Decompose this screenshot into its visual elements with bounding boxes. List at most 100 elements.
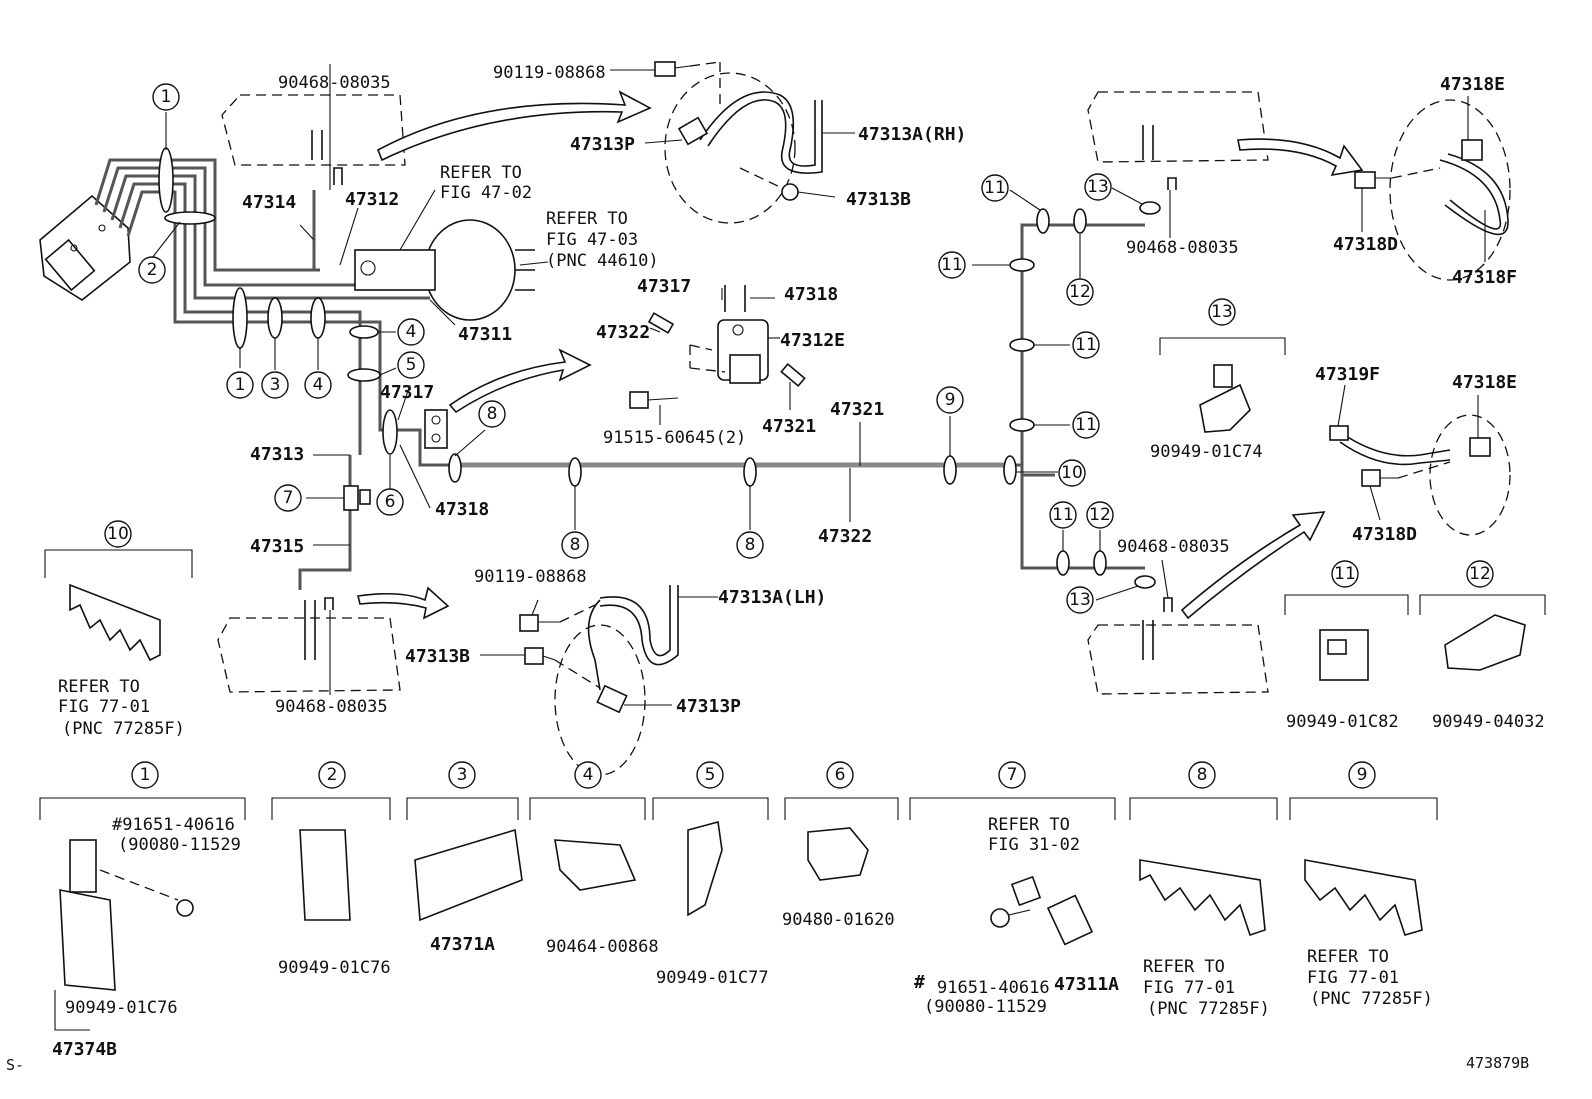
master-cylinder [39,194,131,301]
callout-circle [138,256,166,284]
label-47311: 47311 [458,324,512,345]
label-ref77-10-b: FIG 77-01 [58,697,150,717]
label-90468-bottom: 90468-08035 [275,697,388,717]
label-key8-a: REFER TO [1143,957,1225,977]
label-47314: 47314 [242,192,296,213]
callout-circle [261,371,289,399]
callout-brackets [39,337,1546,1031]
callout-circle [152,83,180,111]
inset-bottom-left [217,617,401,693]
inset-top-right [1087,91,1269,163]
callout-4: 4 [397,318,425,346]
callout-number: 4 [406,322,417,342]
callout-circle [736,531,764,559]
callout-12: 12 [1086,501,1114,529]
callout-circle [998,761,1026,789]
callout-circle [226,371,254,399]
callout-number: 11 [941,255,963,275]
label-key9-c: (PNC 77285F) [1310,989,1433,1009]
callout-8: 8 [736,531,764,559]
label-47321-a: 47321 [762,416,816,437]
label-90468-top: 90468-08035 [278,73,391,93]
callout-7: 7 [274,484,302,512]
callout-circle [1348,761,1376,789]
label-47313B-bottom: 47313B [405,646,470,667]
callout-8: 8 [478,400,506,428]
label-refer-4703-c: (PNC 44610) [546,251,659,271]
callout-13: 13 [1208,298,1236,326]
pipe-network-right [1010,223,1145,570]
callout-circle [826,761,854,789]
callout-circle [304,371,332,399]
callout-number: 4 [313,375,324,395]
callout-number: 11 [1075,415,1097,435]
label-key8-b: FIG 77-01 [1143,978,1235,998]
inset-pipe-bottom-right [1142,597,1173,660]
callout-circle [1049,501,1077,529]
callout-number: 7 [283,488,294,508]
label-key9-b: FIG 77-01 [1307,968,1399,988]
label-47313B-top: 47313B [846,189,911,210]
flow-arrow-bottom-left [357,586,450,620]
callout-number: 12 [1469,564,1491,584]
callout-11: 11 [1049,501,1077,529]
valve-47312E [629,285,806,409]
callout-circle [478,400,506,428]
label-key7-c: 47311A [1054,974,1119,995]
label-key7-b: (90080-11529 [924,997,1047,1017]
callout-number: 12 [1069,282,1091,302]
callout-circle [318,761,346,789]
callout-circle [1084,173,1112,201]
callout-circle [376,488,404,516]
label-key2: 90949-01C76 [278,958,391,978]
label-47317-mid: 47317 [380,382,434,403]
callout-8: 8 [1188,761,1216,789]
callout-1: 1 [152,83,180,111]
label-90468-right-bottom: 90468-08035 [1117,537,1230,557]
callout-number: 11 [1334,564,1356,584]
callout-number: 1 [235,375,246,395]
callout-11: 11 [1072,411,1100,439]
label-47318D-top: 47318D [1333,234,1398,255]
callout-number: 9 [945,390,956,410]
label-ref77-10-c: (PNC 77285F) [62,719,185,739]
callout-circle [1058,459,1086,487]
label-key1-c: 90949-01C76 [65,998,178,1018]
callout-6: 6 [826,761,854,789]
pipe-union [343,409,448,511]
callout-7: 7 [998,761,1026,789]
callout-number: 11 [1052,505,1074,525]
inset-pipe-bottom-left [304,597,334,660]
leader-lines [151,64,1486,706]
callout-3: 3 [448,761,476,789]
flow-arrow-top-left [376,90,652,162]
callout-circle [397,318,425,346]
callout-number: 7 [1007,765,1018,785]
callout-circle [448,761,476,789]
hose-right-top [1354,99,1511,281]
callout-circle [397,351,425,379]
label-47318F: 47318F [1452,267,1517,288]
callout-8: 8 [561,531,589,559]
callout-number: 10 [107,524,129,544]
callout-circle [1466,560,1494,588]
label-91515: 91515-60645(2) [603,428,746,448]
callout-circle [274,484,302,512]
callout-number: 1 [140,765,151,785]
key-part-icons [59,364,1526,991]
callout-number: 1 [161,87,172,107]
label-47318-mid: 47318 [435,499,489,520]
callout-circle [981,174,1009,202]
callout-number: 8 [487,404,498,424]
label-key1-a: #91651-40616 [112,815,235,835]
label-47312E: 47312E [780,330,845,351]
label-key1-d: 47374B [52,1039,117,1060]
callout-circle [1072,331,1100,359]
callout-number: 12 [1089,505,1111,525]
label-90949-01C82: 90949-01C82 [1286,712,1399,732]
callout-circle [938,251,966,279]
callout-number: 6 [835,765,846,785]
